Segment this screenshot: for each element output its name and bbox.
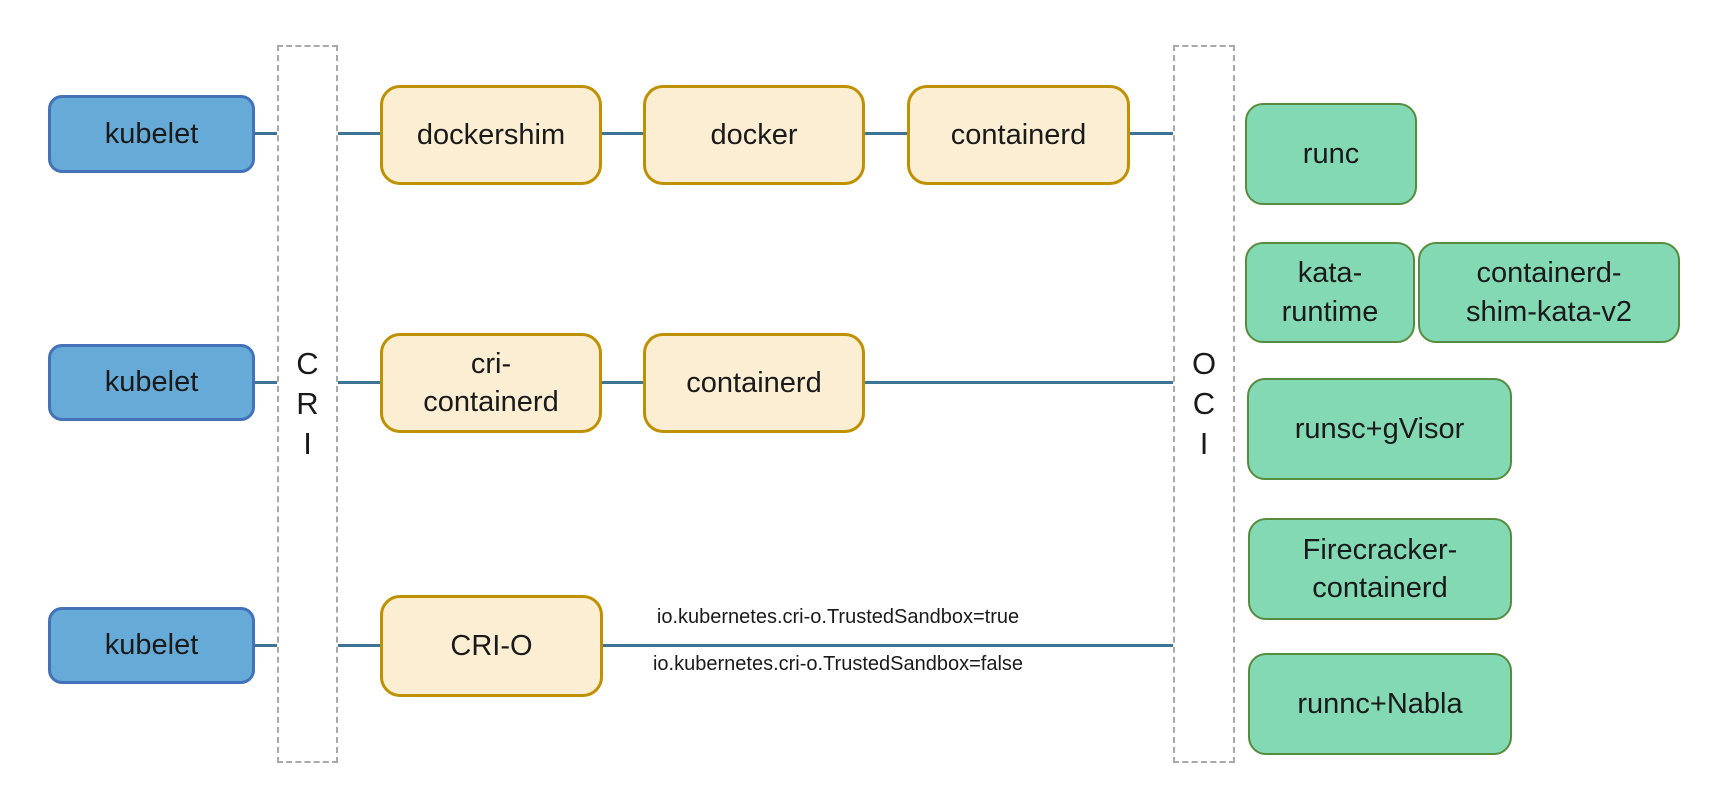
node-runsc-gvisor: runsc+gVisor [1247, 378, 1512, 480]
node-label: CRI-O [450, 629, 533, 662]
node-runnc-nabla: runnc+Nabla [1248, 653, 1512, 755]
connector-cri-containerd-containerd [602, 381, 643, 384]
connector-kubelet1-cri [255, 132, 277, 135]
node-label: runsc+gVisor [1294, 412, 1465, 445]
node-kata-runtime: kata- runtime [1245, 242, 1415, 343]
connector-kubelet3-cri [255, 644, 277, 647]
node-runc: runc [1245, 103, 1417, 205]
node-label: kubelet [104, 629, 199, 662]
node-label: containerd [950, 118, 1087, 151]
node-label: kubelet [104, 366, 199, 399]
node-label: docker [710, 118, 798, 151]
annotation-trusted-sandbox-true: io.kubernetes.cri-o.TrustedSandbox=true [656, 606, 1020, 628]
node-label: kubelet [104, 117, 199, 150]
node-kubelet-row2: kubelet [48, 344, 255, 421]
node-label: dockershim [416, 118, 566, 151]
connector-docker-containerd [865, 132, 907, 135]
node-firecracker-containerd: Firecracker- containerd [1248, 518, 1512, 620]
node-label: runc [1302, 137, 1360, 170]
node-cri-o: CRI-O [380, 595, 603, 697]
node-label: Firecracker- containerd [1302, 533, 1458, 604]
node-dockershim: dockershim [380, 85, 602, 185]
node-cri-containerd: cri- containerd [380, 333, 602, 433]
connector-containerd1-oci [1130, 132, 1173, 135]
connector-containerd2-oci [865, 381, 1173, 384]
oci-lane: O C I [1173, 45, 1235, 763]
node-containerd-row1: containerd [907, 85, 1130, 185]
node-containerd-shim-kata-v2: containerd- shim-kata-v2 [1418, 242, 1680, 343]
cri-letter: I [303, 426, 312, 461]
node-docker: docker [643, 85, 865, 185]
connector-dockershim-docker [602, 132, 643, 135]
connector-cri-crio [338, 644, 380, 647]
connector-kubelet2-cri [255, 381, 277, 384]
cri-letter: R [296, 386, 319, 421]
cri-lane: C R I [277, 45, 338, 763]
connector-cri-dockershim [338, 132, 380, 135]
node-label: kata- runtime [1281, 257, 1379, 328]
oci-letter: O [1191, 346, 1217, 381]
connector-crio-oci [603, 644, 1173, 647]
node-containerd-row2: containerd [643, 333, 865, 433]
oci-letter: I [1199, 426, 1209, 461]
connector-cri-cri-containerd [338, 381, 380, 384]
node-label: containerd- shim-kata-v2 [1466, 257, 1632, 328]
node-label: containerd [686, 366, 822, 399]
cri-letter: C [296, 346, 319, 381]
node-label: cri- containerd [423, 347, 559, 418]
annotation-trusted-sandbox-false: io.kubernetes.cri-o.TrustedSandbox=false [652, 653, 1024, 675]
node-kubelet-row1: kubelet [48, 95, 255, 173]
oci-letter: C [1192, 386, 1216, 421]
node-kubelet-row3: kubelet [48, 607, 255, 684]
node-label: runnc+Nabla [1297, 687, 1463, 720]
